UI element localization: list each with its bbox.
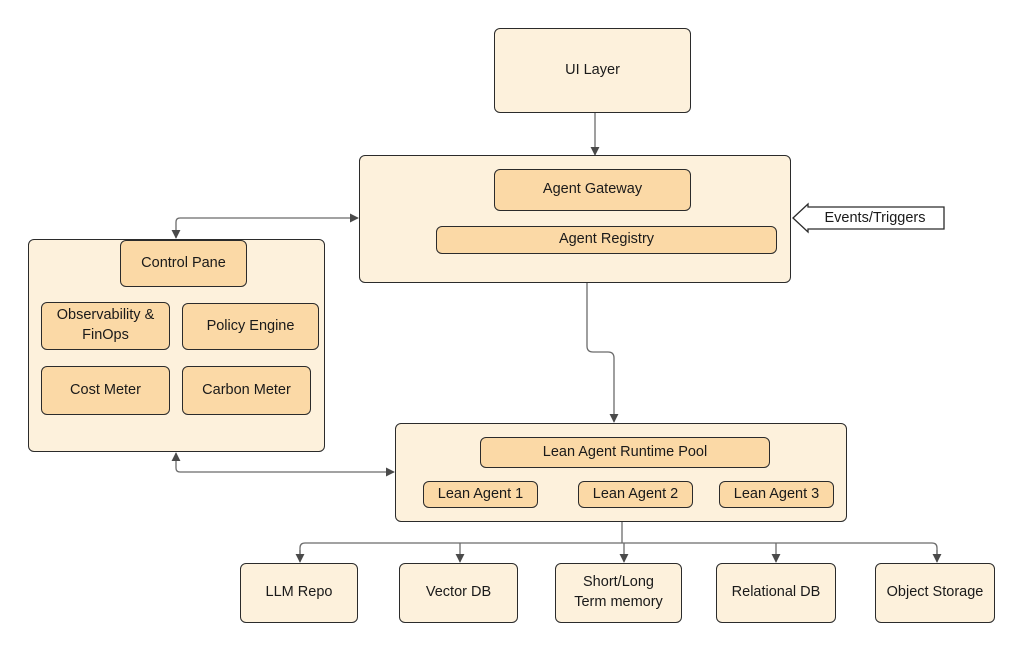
lean-agent-1-box: Lean Agent 1	[423, 481, 538, 508]
ui-layer-label: UI Layer	[565, 61, 620, 78]
llm-repo-box: LLM Repo	[240, 563, 358, 623]
gateway-to-runtime-arrow	[586, 283, 619, 423]
relational-db-box: Relational DB	[716, 563, 836, 623]
ui-layer-box: UI Layer	[494, 28, 691, 113]
control-pane-title-box: Control Pane	[120, 240, 247, 287]
runtime-pool-title-box: Lean Agent Runtime Pool	[480, 437, 770, 468]
vector-db-label: Vector DB	[425, 584, 492, 601]
llm-repo-label: LLM Repo	[265, 584, 333, 601]
agent-registry-box: Agent Registry	[436, 226, 777, 254]
memory-box: Short/Long Term memory	[555, 563, 682, 623]
relational-db-label: Relational DB	[731, 584, 821, 601]
lean-agent-3-label: Lean Agent 3	[733, 485, 820, 502]
agent-gateway-box: Agent Gateway	[494, 169, 691, 211]
policy-engine-label: Policy Engine	[206, 317, 295, 334]
cost-meter-box: Cost Meter	[41, 366, 170, 415]
events-triggers-label: Events/Triggers	[824, 210, 926, 226]
observability-line2: FinOps	[82, 327, 129, 343]
lean-agent-1-label: Lean Agent 1	[437, 485, 524, 502]
policy-engine-box: Policy Engine	[182, 303, 319, 350]
carbon-meter-label: Carbon Meter	[202, 381, 291, 398]
control-pane-title: Control Pane	[141, 254, 226, 271]
observability-line1: Observability &	[56, 307, 155, 324]
carbon-meter-box: Carbon Meter	[182, 366, 311, 415]
object-storage-box: Object Storage	[875, 563, 995, 623]
lean-agent-2-box: Lean Agent 2	[578, 481, 693, 508]
events-triggers-arrow-shape	[792, 202, 945, 234]
storage-bus	[299, 542, 938, 560]
runtime-pool-title: Lean Agent Runtime Pool	[542, 443, 708, 460]
control-gateway-link	[171, 213, 359, 239]
observability-finops-box: Observability & FinOps	[41, 302, 170, 350]
lean-agent-3-box: Lean Agent 3	[719, 481, 834, 508]
memory-line2: Term memory	[574, 594, 663, 610]
agent-gateway-label: Agent Gateway	[542, 181, 643, 198]
object-storage-label: Object Storage	[886, 584, 984, 601]
agent-registry-label: Agent Registry	[558, 231, 655, 248]
cost-meter-label: Cost Meter	[70, 381, 141, 398]
vector-db-box: Vector DB	[399, 563, 518, 623]
control-runtime-link	[171, 452, 395, 477]
lean-agent-2-label: Lean Agent 2	[592, 485, 679, 502]
memory-line1: Short/Long	[583, 574, 654, 591]
